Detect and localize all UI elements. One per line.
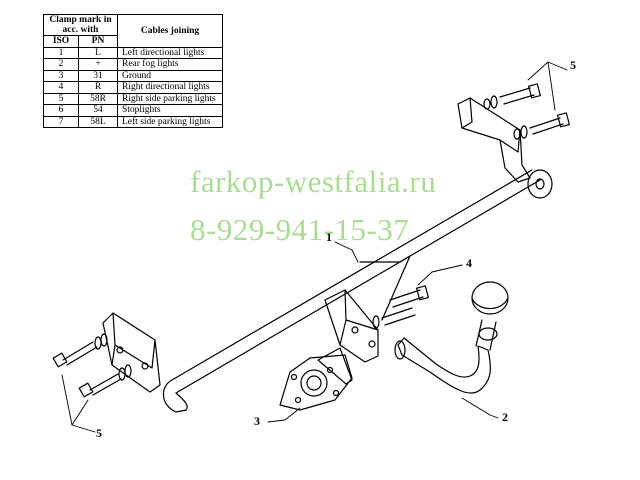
table-row: 5 58R Right side parking lights <box>43 92 223 105</box>
right-bracket <box>457 97 531 183</box>
row-pn: 58R <box>78 92 118 105</box>
row-iso: 5 <box>43 92 79 105</box>
ball-collar <box>478 327 498 341</box>
bolts-bottom-left <box>52 333 132 398</box>
row-desc: Ground <box>117 69 223 82</box>
row-pn: 54 <box>78 104 118 117</box>
leader-5-bottom <box>61 374 96 433</box>
row-iso: 6 <box>43 104 79 117</box>
row-pn: R <box>78 81 118 94</box>
table-row: 4 R Right directional lights <box>43 81 223 94</box>
row-desc: Left directional lights <box>117 46 223 59</box>
row-iso: 7 <box>43 115 79 128</box>
row-desc: Right side parking lights <box>117 92 223 105</box>
left-bracket <box>102 312 161 393</box>
header-clamp: Clamp mark in acc. with <box>43 14 118 36</box>
table-row: 3 31 Ground <box>43 69 223 82</box>
table-row: 2 + Rear fog lights <box>43 58 223 71</box>
row-pn: L <box>78 46 118 59</box>
row-iso: 1 <box>43 46 79 59</box>
socket-plate <box>279 354 353 411</box>
row-desc: Right directional lights <box>117 81 223 94</box>
header-cables: Cables joining <box>117 14 223 48</box>
callout-5-bottom: 5 <box>96 426 102 440</box>
callout-3: 3 <box>254 414 260 428</box>
tow-ball <box>471 281 509 315</box>
row-iso: 4 <box>43 81 79 94</box>
wiring-table: Clamp mark in acc. with Cables joining I… <box>43 14 223 128</box>
table-row: 1 L Left directional lights <box>43 46 223 59</box>
bolts-top-right <box>483 83 570 140</box>
callout-2: 2 <box>502 410 508 424</box>
header-iso: ISO <box>43 35 79 48</box>
callout-4: 4 <box>466 256 472 270</box>
row-pn: 58L <box>78 115 118 128</box>
watermark-site: farkop-westfalia.ru <box>190 164 437 199</box>
row-iso: 2 <box>43 58 79 71</box>
row-desc: Left side parking lights <box>117 115 223 128</box>
crossbar-tube <box>171 169 541 394</box>
watermark-phone: 8-929-941-15-37 <box>190 212 410 247</box>
callout-5-top: 5 <box>570 58 576 72</box>
tube-right-end <box>527 169 553 199</box>
row-desc: Rear fog lights <box>117 58 223 71</box>
leader-4 <box>417 264 463 286</box>
leader-2 <box>461 397 499 419</box>
ball-arm <box>397 337 491 394</box>
leader-1 <box>334 241 359 263</box>
leader-5-top <box>527 61 568 111</box>
row-iso: 3 <box>43 69 79 82</box>
table-row: 7 58L Left side parking lights <box>43 115 223 128</box>
leader-3 <box>267 407 301 423</box>
callout-1: 1 <box>326 230 332 244</box>
table-row: 6 54 Stoplights <box>43 104 223 117</box>
bolts-middle <box>372 285 429 329</box>
header-pn: PN <box>78 35 118 48</box>
row-desc: Stoplights <box>117 104 223 117</box>
row-pn: + <box>78 58 118 71</box>
row-pn: 31 <box>78 69 118 82</box>
